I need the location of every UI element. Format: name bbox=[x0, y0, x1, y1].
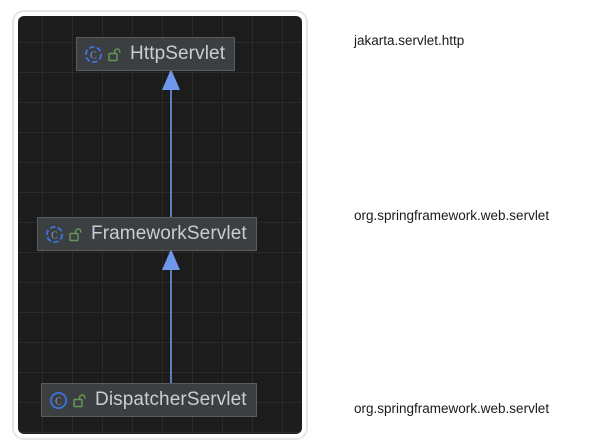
unlocked-padlock-icon bbox=[69, 227, 82, 241]
class-diagram-panel[interactable]: C HttpServlet C FrameworkServlet bbox=[12, 10, 308, 440]
package-label-framework-servlet: org.springframework.web.servlet bbox=[354, 208, 550, 223]
svg-text:C: C bbox=[51, 230, 58, 241]
class-icon: C bbox=[45, 225, 64, 243]
class-node-label: HttpServlet bbox=[130, 43, 226, 64]
svg-text:C: C bbox=[90, 50, 97, 61]
class-node-label: FrameworkServlet bbox=[91, 223, 247, 244]
svg-text:C: C bbox=[55, 396, 62, 407]
class-node-label: DispatcherServlet bbox=[95, 389, 247, 410]
package-label-dispatcher-servlet: org.springframework.web.servlet bbox=[354, 401, 550, 416]
class-icon: C bbox=[84, 45, 103, 63]
package-label-http-servlet: jakarta.servlet.http bbox=[354, 33, 465, 48]
inheritance-arrow-framework-to-http bbox=[162, 69, 180, 221]
class-node-dispatcher-servlet[interactable]: C DispatcherServlet bbox=[41, 383, 257, 417]
unlocked-padlock-icon bbox=[73, 393, 86, 407]
diagram-canvas[interactable]: C HttpServlet C FrameworkServlet bbox=[18, 16, 302, 434]
inheritance-arrow-dispatcher-to-framework bbox=[162, 249, 180, 388]
unlocked-padlock-icon bbox=[108, 47, 121, 61]
class-node-http-servlet[interactable]: C HttpServlet bbox=[76, 37, 236, 71]
class-icon: C bbox=[49, 391, 68, 409]
class-node-framework-servlet[interactable]: C FrameworkServlet bbox=[37, 217, 257, 251]
